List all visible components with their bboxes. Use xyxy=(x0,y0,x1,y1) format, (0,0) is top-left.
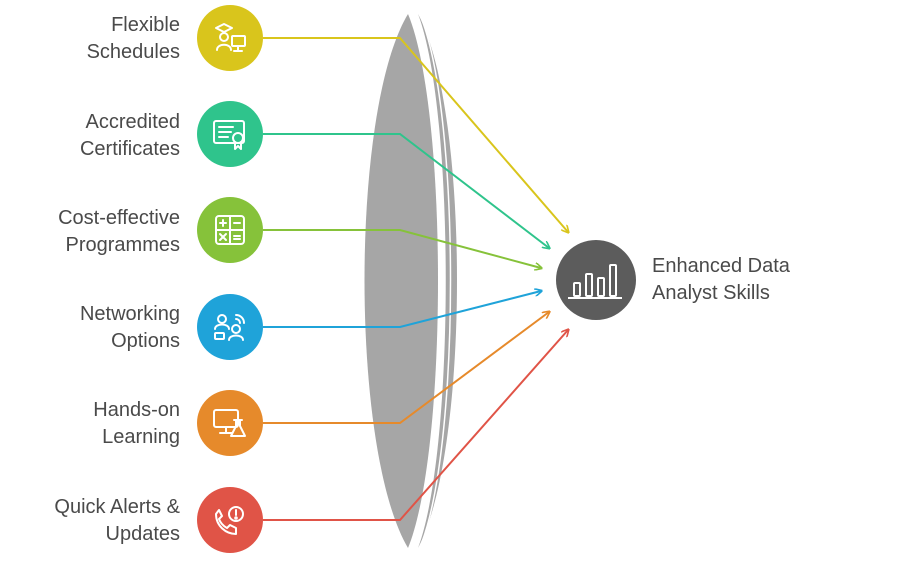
input-label-cost-effective-programmes: Cost-effective Programmes xyxy=(0,205,180,259)
connector-arrow xyxy=(263,291,541,328)
network-people-icon xyxy=(214,314,245,341)
bar-chart-icon xyxy=(568,264,622,299)
label-line: Cost-effective xyxy=(58,207,180,229)
label-line: Flexible xyxy=(111,14,180,36)
label-line: Options xyxy=(111,330,180,352)
lab-monitor-icon xyxy=(213,409,246,437)
label-line: Hands-on xyxy=(93,399,180,421)
connector-arrow xyxy=(263,133,549,248)
label-line: Accredited xyxy=(85,111,181,133)
lens-front xyxy=(364,14,438,548)
label-line: Quick Alerts & xyxy=(54,496,180,518)
output-node xyxy=(556,240,636,320)
input-circle xyxy=(197,294,263,360)
input-circle xyxy=(197,5,263,71)
input-label-networking-options: Networking Options xyxy=(0,301,180,355)
calculator-icon xyxy=(215,215,245,245)
input-label-accredited-certificates: Accredited Certificates xyxy=(0,109,180,163)
label-line: Networking xyxy=(79,303,180,325)
input-circle xyxy=(197,487,263,553)
connector-arrow xyxy=(263,312,549,424)
lens-highlight-outer xyxy=(421,19,452,543)
input-label-quick-alerts-updates: Quick Alerts & Updates xyxy=(0,494,180,548)
output-circle xyxy=(556,240,636,320)
input-circle xyxy=(197,390,263,456)
label-line: Programmes xyxy=(65,234,180,256)
connector-arrow xyxy=(263,37,568,232)
label-line: Updates xyxy=(105,523,181,545)
label-line: Enhanced Data xyxy=(652,255,790,277)
output-label: Enhanced Data Analyst Skills xyxy=(652,253,790,307)
label-line: Schedules xyxy=(86,41,180,63)
label-line: Analyst Skills xyxy=(652,282,770,304)
label-line: Learning xyxy=(102,426,180,448)
connector-arrow xyxy=(263,229,541,268)
input-label-hands-on-learning: Hands-on Learning xyxy=(0,397,180,451)
lens xyxy=(364,13,457,549)
input-circles xyxy=(197,5,263,553)
phone-alert-icon xyxy=(215,506,244,535)
certificate-icon xyxy=(213,120,245,150)
input-circle xyxy=(197,101,263,167)
graduate-computer-icon xyxy=(215,23,246,52)
connector-arrow xyxy=(263,330,568,521)
connector-lines xyxy=(263,37,568,521)
lens-back xyxy=(418,14,457,548)
label-line: Certificates xyxy=(79,138,180,160)
input-label-flexible-schedules: Flexible Schedules xyxy=(0,12,180,66)
